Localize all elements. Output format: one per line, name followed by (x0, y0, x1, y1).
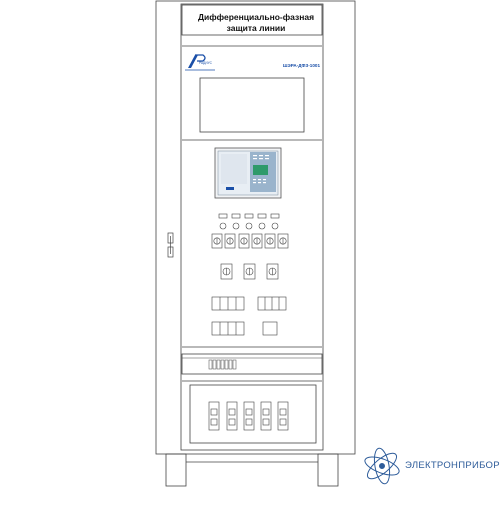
bottom-compartment (189, 384, 317, 444)
cabinet-foot-left (165, 453, 187, 487)
cabinet-foot-right (317, 453, 339, 487)
switch-row-lower (220, 263, 279, 280)
terminal-strip-area (181, 353, 323, 375)
atom-icon (364, 447, 400, 485)
terminal-strip (182, 357, 322, 370)
upper-window (199, 77, 305, 133)
watermark-text: ЭЛЕКТРОНПРИБОР (405, 460, 500, 471)
switch-row-upper (211, 233, 289, 249)
relay-terminal (214, 147, 282, 199)
model-label: ШЭРА-ДФЗ-1001 (282, 63, 320, 68)
brand-name: РАДИУС (199, 61, 212, 65)
cabinet-outer-frame (155, 0, 356, 455)
brand-logo (185, 54, 215, 71)
cabinet-inner-frame (180, 3, 324, 451)
cabinet-title-line1: Дифференциально-фазная (197, 12, 315, 22)
indicator-row (218, 213, 280, 230)
relay-display (253, 165, 268, 175)
door-handle (167, 232, 174, 258)
fuse-holders (208, 401, 289, 431)
cabinet-title: Дифференциально-фазная защита линии (183, 12, 329, 34)
breaker-blocks (211, 296, 287, 336)
cabinet-title-line2: защита линии (226, 23, 286, 33)
title-panel (181, 4, 323, 36)
